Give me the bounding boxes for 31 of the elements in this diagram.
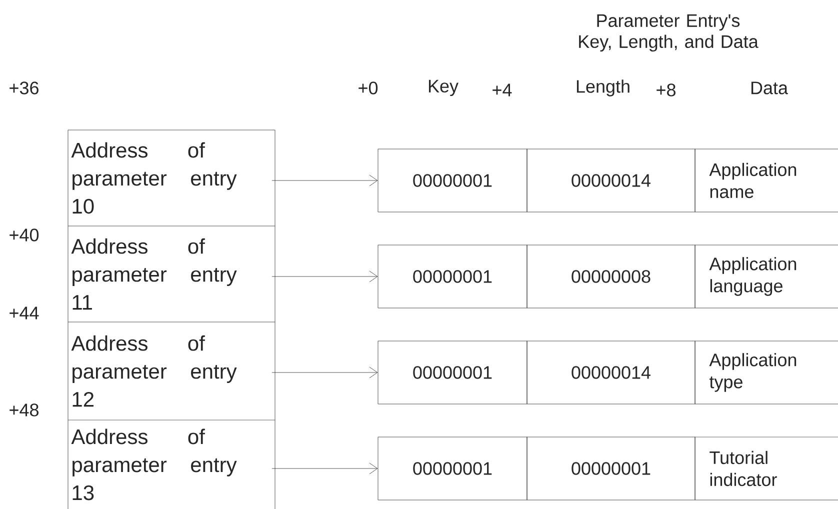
- length-cell: 00000014: [526, 148, 696, 212]
- offset-label: +4: [492, 84, 512, 96]
- offset-label: +0: [358, 82, 378, 94]
- arrow: [272, 462, 378, 474]
- address-cell: Address of parameter entry 11: [68, 226, 276, 322]
- data-cell: Tutorial indicator: [694, 436, 838, 500]
- offset-label: +48: [10, 404, 38, 416]
- data-cell: Application type: [694, 340, 838, 404]
- field-label: Key: [428, 80, 458, 96]
- arrow: [272, 174, 378, 186]
- data-cell: Application name: [694, 148, 838, 212]
- key-cell: 00000001: [378, 148, 528, 212]
- arrow: [272, 270, 378, 282]
- key-cell: 00000001: [378, 340, 528, 404]
- data-cell: Application language: [694, 244, 838, 308]
- length-cell: 00000014: [526, 340, 696, 404]
- offset-label: +40: [10, 228, 39, 242]
- address-cell: Address of parameter entry 10: [68, 130, 276, 226]
- arrow: [272, 366, 378, 378]
- length-cell: 00000001: [526, 436, 696, 500]
- address-cell: Address of parameter entry 12: [68, 322, 276, 420]
- title: Parameter Entry's Key, Length, and Data: [579, 14, 758, 52]
- offset-label: +44: [10, 306, 39, 320]
- field-label: Data: [751, 82, 788, 94]
- address-cell: Address of parameter entry 13: [68, 420, 276, 509]
- field-label: Length: [576, 80, 630, 96]
- length-cell: 00000008: [526, 244, 696, 308]
- offset-label: +8: [656, 84, 676, 96]
- offset-label: +36: [10, 82, 38, 94]
- key-cell: 00000001: [378, 436, 528, 500]
- key-cell: 00000001: [378, 244, 528, 308]
